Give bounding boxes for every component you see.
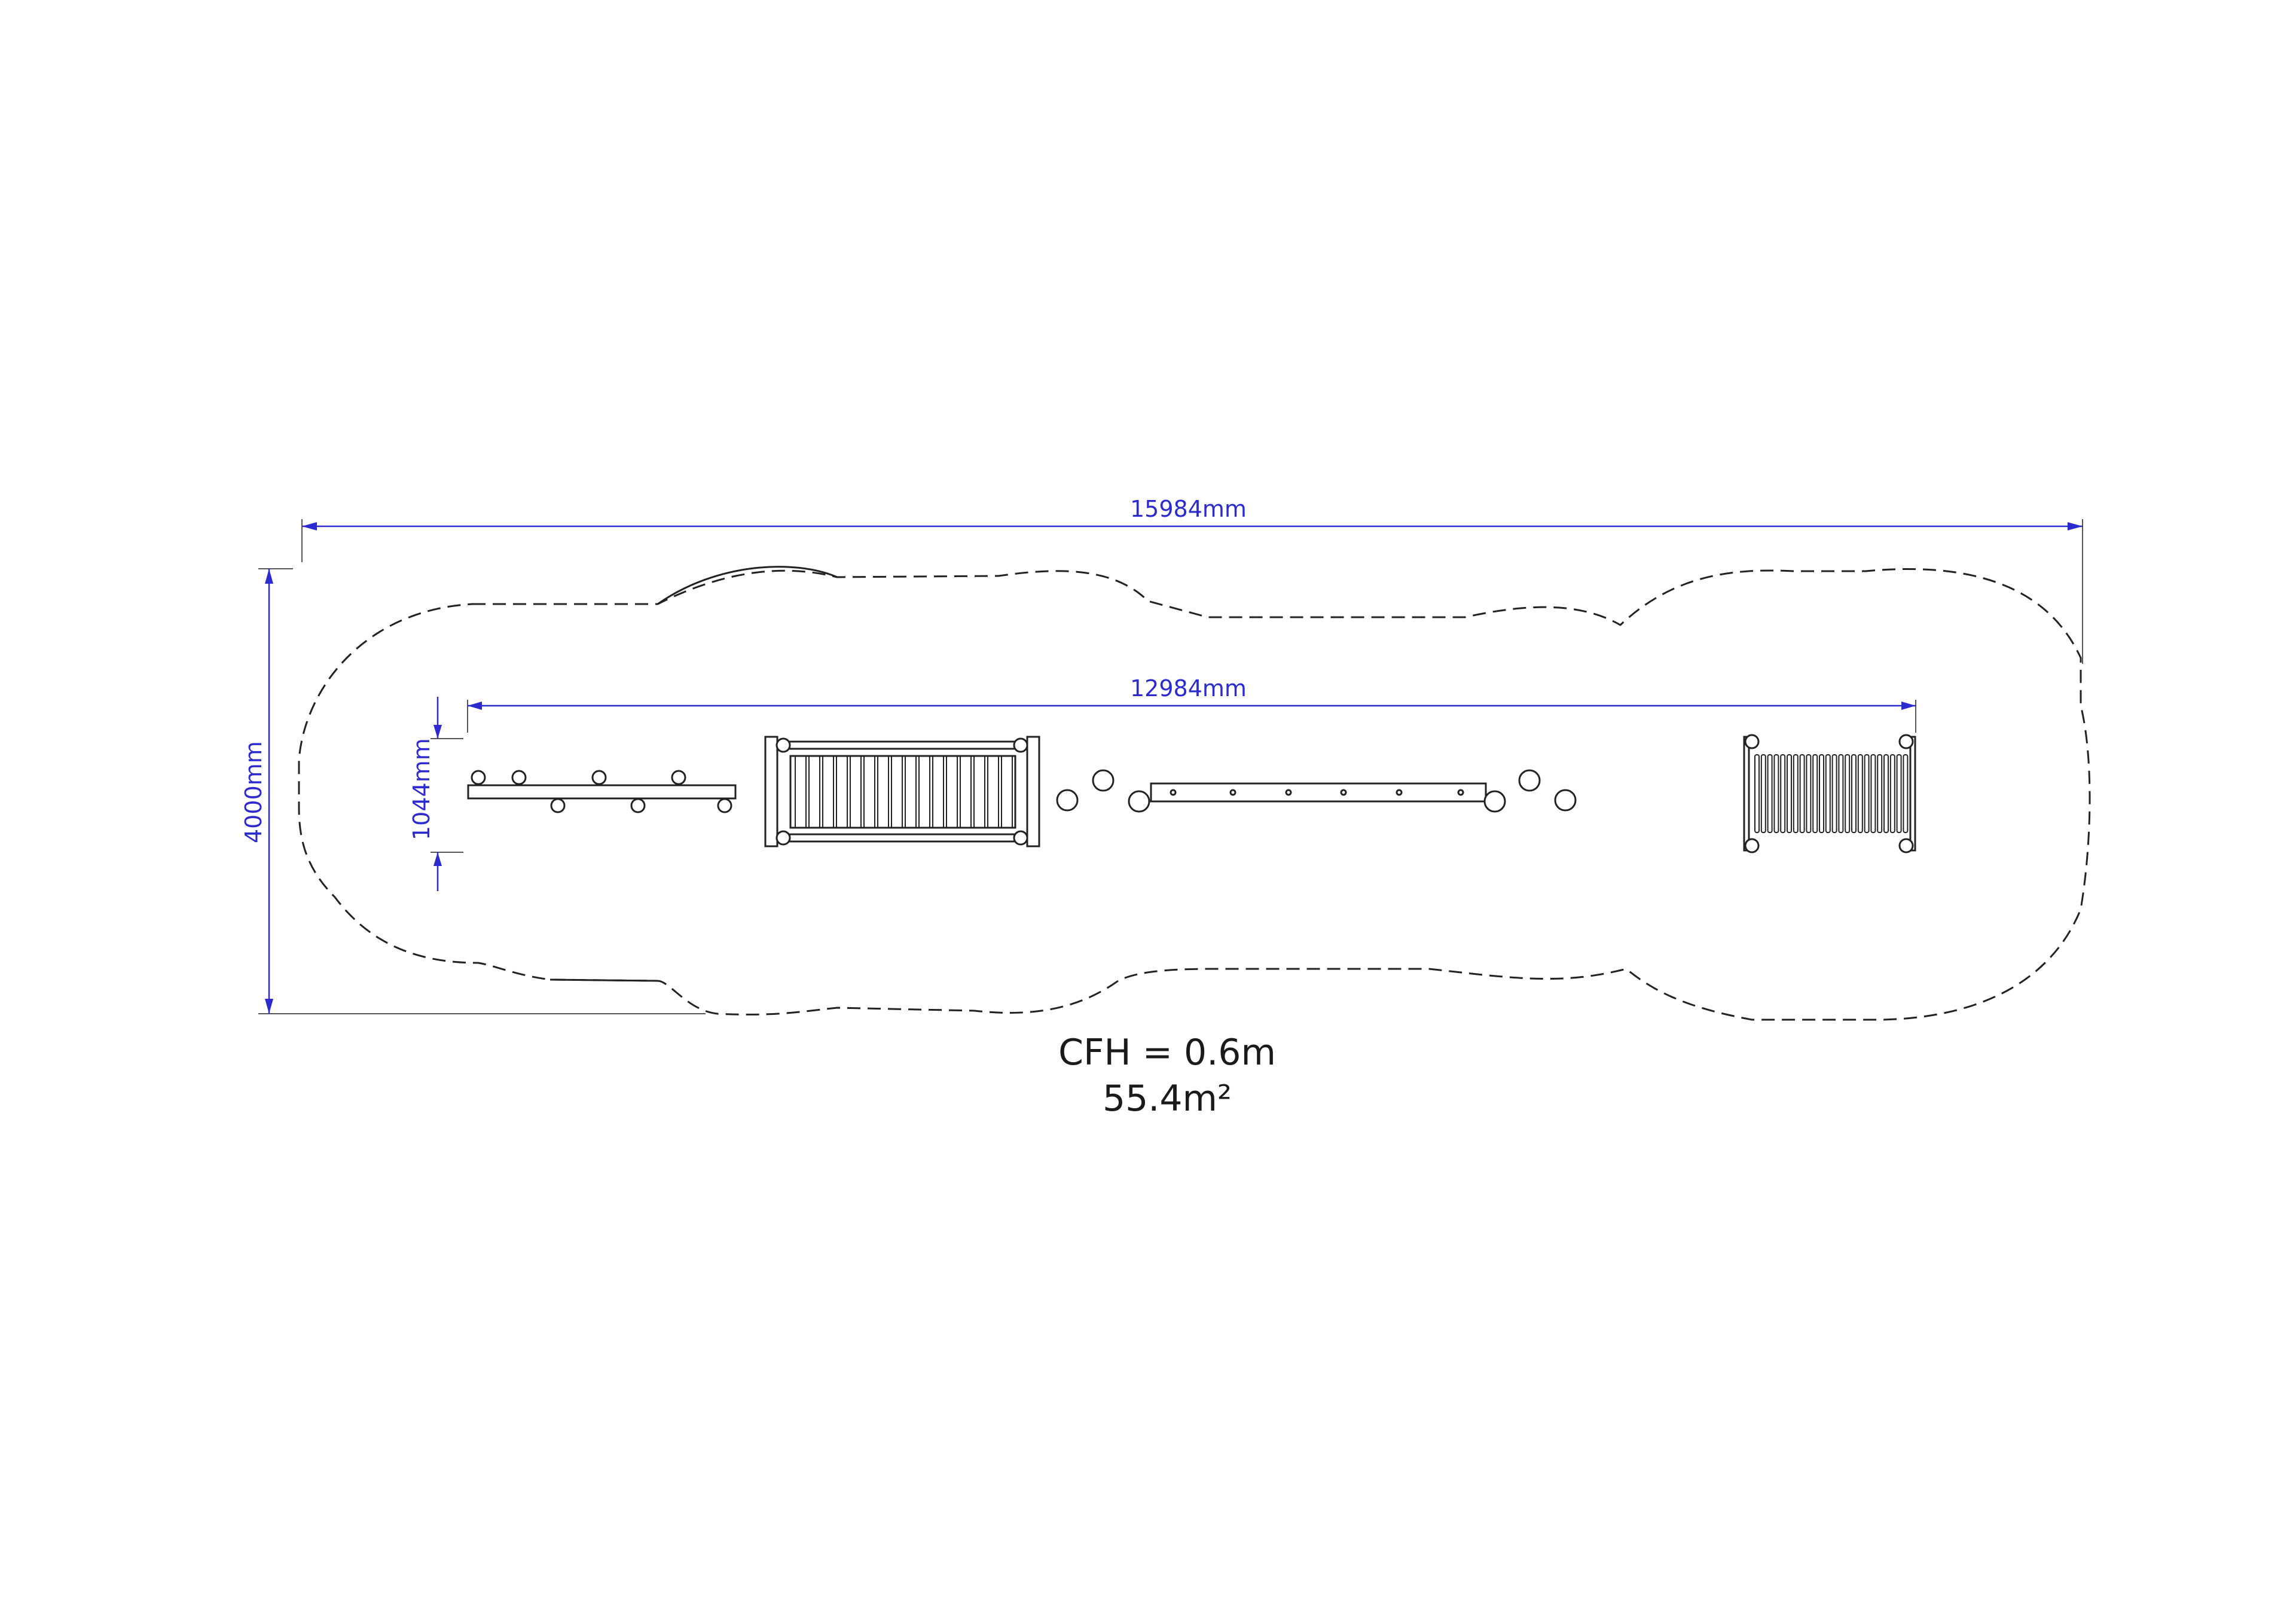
stepping-stumps-left bbox=[1056, 769, 1150, 813]
balance-beam bbox=[1150, 782, 1506, 813]
equipment-width-dimension: 1044mm bbox=[408, 697, 463, 891]
net-ridge bbox=[1767, 754, 1773, 833]
net-ridge bbox=[1864, 754, 1870, 833]
overall-length-dimension: 15984mm bbox=[301, 496, 2083, 664]
net-ridge bbox=[1896, 754, 1902, 833]
stepping-beam bbox=[467, 770, 737, 813]
net-ridge bbox=[1787, 754, 1792, 833]
net-ridge bbox=[1825, 754, 1831, 833]
net-ridge bbox=[1883, 754, 1889, 833]
safety-area-outline bbox=[298, 566, 2091, 1021]
bridge-slat bbox=[836, 755, 848, 828]
overall-width-dimension: 4000mm bbox=[240, 568, 706, 1014]
net-bridge bbox=[1743, 734, 1916, 853]
net-ridge bbox=[1754, 754, 1760, 833]
net-ridge bbox=[1838, 754, 1844, 833]
net-ridge bbox=[1812, 754, 1818, 833]
bridge-slat bbox=[987, 755, 999, 828]
overall-length-label: 15984mm bbox=[1130, 496, 1247, 522]
area-label: 55.4m² bbox=[1103, 1078, 1232, 1120]
net-ridge bbox=[1889, 754, 1895, 833]
bridge-slat bbox=[863, 755, 875, 828]
net-ridge bbox=[1903, 754, 1909, 833]
net-ridge bbox=[1819, 754, 1824, 833]
net-ridge bbox=[1877, 754, 1883, 833]
bridge-slat bbox=[822, 755, 834, 828]
net-ridge bbox=[1845, 754, 1851, 833]
net-ridge bbox=[1780, 754, 1786, 833]
net-ridge bbox=[1806, 754, 1812, 833]
overall-width-label: 4000mm bbox=[240, 741, 267, 843]
net-ridge bbox=[1773, 754, 1779, 833]
bridge-slat bbox=[946, 755, 958, 828]
net-ridge bbox=[1793, 754, 1799, 833]
net-ridge bbox=[1831, 754, 1837, 833]
net-ridges bbox=[1754, 754, 1909, 833]
bridge-slat bbox=[973, 755, 985, 828]
bridge-slat bbox=[850, 755, 862, 828]
equipment-width-label: 1044mm bbox=[408, 738, 435, 840]
equipment-length-dimension: 12984mm bbox=[467, 675, 1916, 733]
net-ridge bbox=[1857, 754, 1863, 833]
equipment-length-label: 12984mm bbox=[1130, 675, 1247, 702]
bridge-slats bbox=[795, 755, 1013, 828]
critical-fall-height-label: CFH = 0.6m bbox=[1058, 1032, 1276, 1074]
bridge-slat bbox=[960, 755, 972, 828]
bridge-slat bbox=[795, 755, 807, 828]
net-ridge bbox=[1760, 754, 1766, 833]
bridge-slat bbox=[808, 755, 820, 828]
bridge-slat bbox=[932, 755, 944, 828]
net-ridge bbox=[1851, 754, 1857, 833]
bridge-slat bbox=[905, 755, 917, 828]
slatted-bridge bbox=[764, 736, 1040, 847]
bridge-slat bbox=[918, 755, 930, 828]
bridge-slat bbox=[1001, 755, 1013, 828]
bridge-slat bbox=[877, 755, 889, 828]
bridge-slat bbox=[891, 755, 903, 828]
net-ridge bbox=[1870, 754, 1876, 833]
stepping-stumps-right bbox=[1518, 769, 1577, 812]
net-ridge bbox=[1799, 754, 1805, 833]
